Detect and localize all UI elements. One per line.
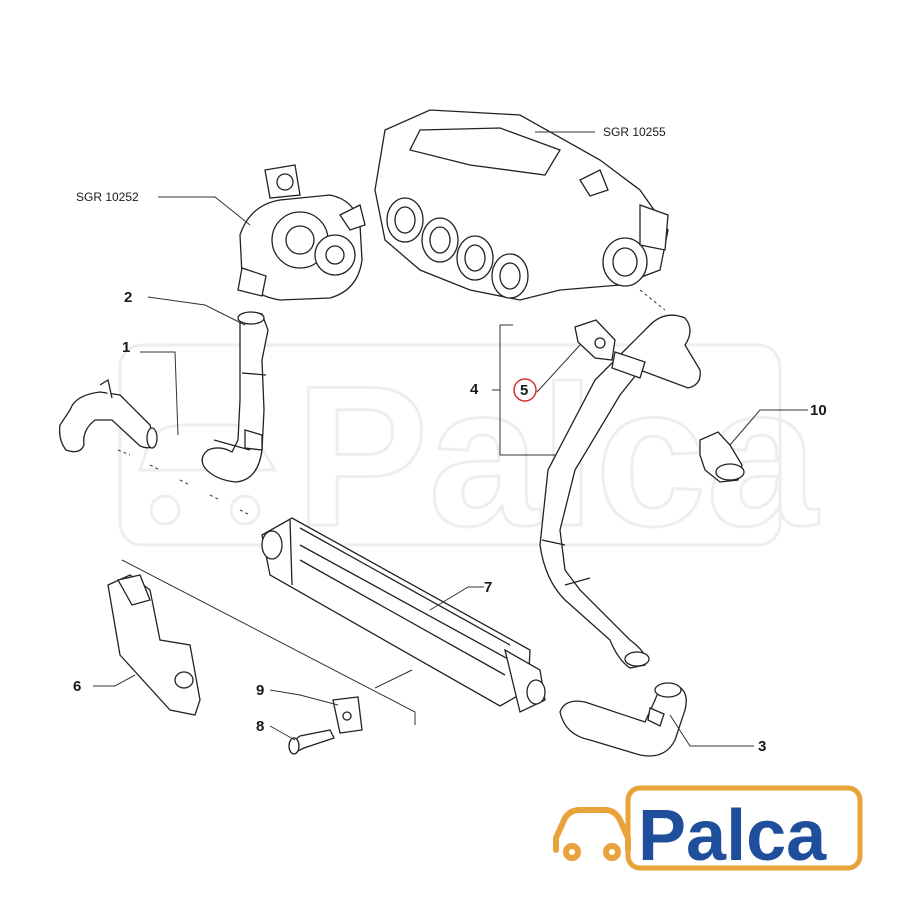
nut-9-illustration <box>332 696 363 734</box>
intake-manifold-illustration <box>374 109 669 301</box>
callout-3: 3 <box>758 738 766 755</box>
leader-lines <box>93 131 808 747</box>
hose-4-illustration <box>539 314 701 669</box>
callout-5: 5 <box>520 382 528 399</box>
callout-4: 4 <box>470 381 479 398</box>
callout-10: 10 <box>810 402 827 419</box>
bolt-8-illustration <box>288 729 335 755</box>
logo-frame <box>625 785 863 871</box>
hose-2-illustration <box>201 311 269 483</box>
bracket-6-illustration <box>107 574 201 716</box>
callout-1: 1 <box>122 339 130 356</box>
sensor-5-illustration <box>574 319 616 361</box>
intercooler-illustration <box>261 517 546 713</box>
callout-7: 7 <box>484 579 492 596</box>
hose-1-illustration <box>58 378 158 453</box>
callout-5-highlight-ring <box>513 378 537 402</box>
clip-10-illustration <box>699 431 745 483</box>
callout-2: 2 <box>124 289 132 306</box>
manifold-reference-label: SGR 10255 <box>603 125 666 139</box>
hose-3-illustration <box>559 682 687 757</box>
car-icon <box>553 807 631 861</box>
turbo-reference-label: SGR 10252 <box>76 190 139 204</box>
palca-logo: Palca <box>553 785 863 876</box>
callout-8: 8 <box>256 718 264 735</box>
logo-text: Palca <box>638 796 827 876</box>
turbocharger-illustration <box>237 164 366 301</box>
callout-6: 6 <box>73 678 81 695</box>
callout-9: 9 <box>256 682 264 699</box>
